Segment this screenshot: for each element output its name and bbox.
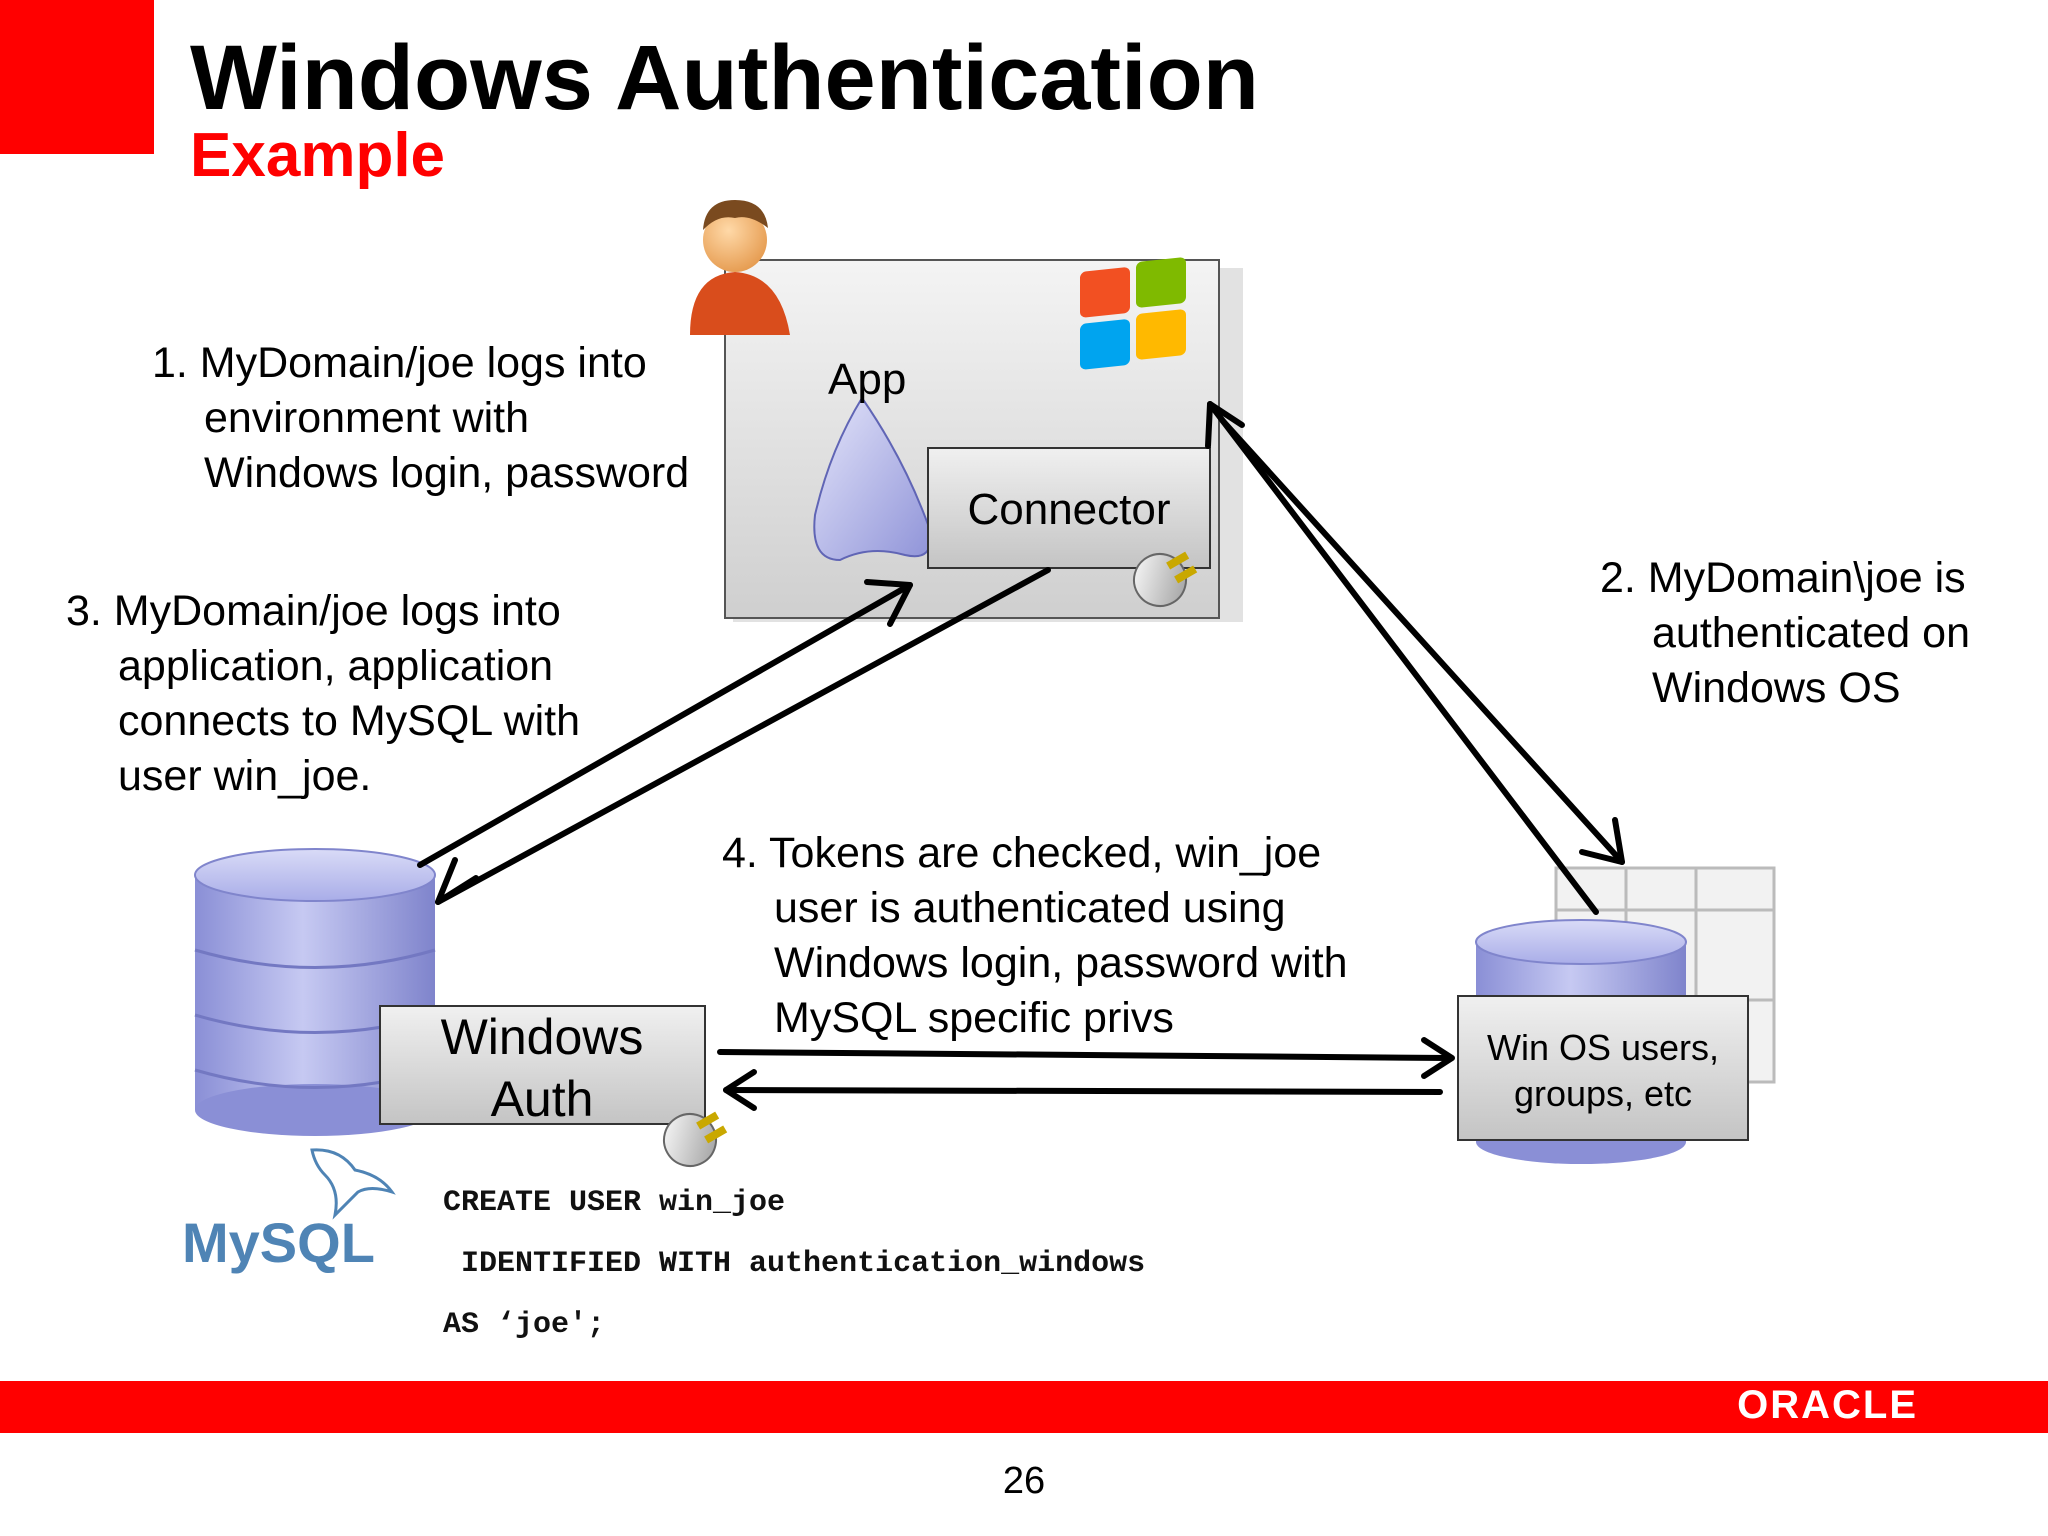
windows-auth-box — [379, 1005, 706, 1125]
connector-plug-icon — [1133, 551, 1198, 607]
arrow-auth-to-winos-head — [1421, 1037, 1455, 1079]
slide-subtitle: Example — [190, 121, 446, 190]
arrow-winos-to-app — [1207, 401, 1599, 915]
windows-logo-icon — [1080, 257, 1186, 370]
arrow-winos-to-auth-head — [723, 1069, 757, 1111]
step1-line3: Windows login, password — [204, 449, 690, 497]
mysql-logo: MySQL — [182, 1148, 396, 1274]
step2-text: 2. MyDomain\joe is authenticated on Wind… — [1600, 551, 1970, 716]
step3-line4: user win_joe. — [118, 752, 372, 800]
arrow-app-to-mysql-head — [435, 857, 479, 905]
step2-line3: Windows OS — [1652, 664, 1901, 712]
auth-plug-icon — [663, 1111, 728, 1167]
sql-code-line2: IDENTIFIED WITH authentication_windows — [443, 1247, 1146, 1281]
arrow-mysql-to-app — [417, 582, 913, 868]
step4-text: 4. Tokens are checked, win_joe user is a… — [722, 826, 1348, 1046]
step4-line4: MySQL specific privs — [774, 994, 1174, 1042]
step4-line3: Windows login, password with — [774, 939, 1348, 987]
win-os-label-line1: Win OS users, — [1487, 1027, 1719, 1068]
windows-auth-label-line1: Windows — [441, 1009, 644, 1065]
app-sail-icon — [813, 396, 932, 562]
page-number: 26 — [1002, 1460, 1046, 1502]
arrow-winos-to-app-head — [1205, 401, 1245, 449]
win-os-label-line2: groups, etc — [1514, 1073, 1692, 1114]
win-os-box — [1457, 995, 1749, 1141]
arrow-app-to-winos-head — [1579, 817, 1625, 865]
oracle-logo: ORACLE — [1737, 1383, 1918, 1427]
step1-line2: environment with — [204, 394, 530, 442]
user-person-icon — [690, 200, 790, 335]
step3-line1: 3. MyDomain/joe logs into — [66, 587, 561, 635]
step2-line1: 2. MyDomain\joe is — [1600, 554, 1966, 602]
step1-text: 1. MyDomain/joe logs into environment wi… — [152, 336, 689, 501]
red-corner-block — [0, 0, 154, 154]
sql-code-line3: AS ‘joe'; — [443, 1308, 606, 1342]
step4-line2: user is authenticated using — [774, 884, 1286, 932]
app-label: App — [828, 355, 906, 404]
step3-line3: connects to MySQL with — [118, 697, 581, 745]
arrow-mysql-to-app-head — [864, 579, 913, 627]
svg-text:MySQL: MySQL — [182, 1211, 375, 1274]
step4-line1: 4. Tokens are checked, win_joe — [722, 829, 1322, 877]
step2-line2: authenticated on — [1652, 609, 1970, 657]
arrow-auth-to-winos — [717, 1049, 1453, 1061]
step3-line2: application, application — [118, 642, 554, 690]
sql-code-line1: CREATE USER win_joe — [443, 1186, 786, 1220]
arrow-app-to-mysql — [435, 567, 1051, 905]
step1-line1: 1. MyDomain/joe logs into — [152, 339, 647, 387]
step3-text: 3. MyDomain/joe logs into application, a… — [66, 584, 580, 804]
slide-title: Windows Authentication — [190, 27, 1260, 129]
footer-red-bar — [0, 1381, 2048, 1433]
connector-label: Connector — [967, 485, 1170, 534]
arrow-app-to-winos — [1219, 417, 1625, 865]
arrow-winos-to-auth — [723, 1087, 1443, 1095]
windows-auth-label-line2: Auth — [491, 1071, 594, 1127]
connector-box — [927, 447, 1211, 569]
mysql-database-icon — [194, 848, 436, 1136]
